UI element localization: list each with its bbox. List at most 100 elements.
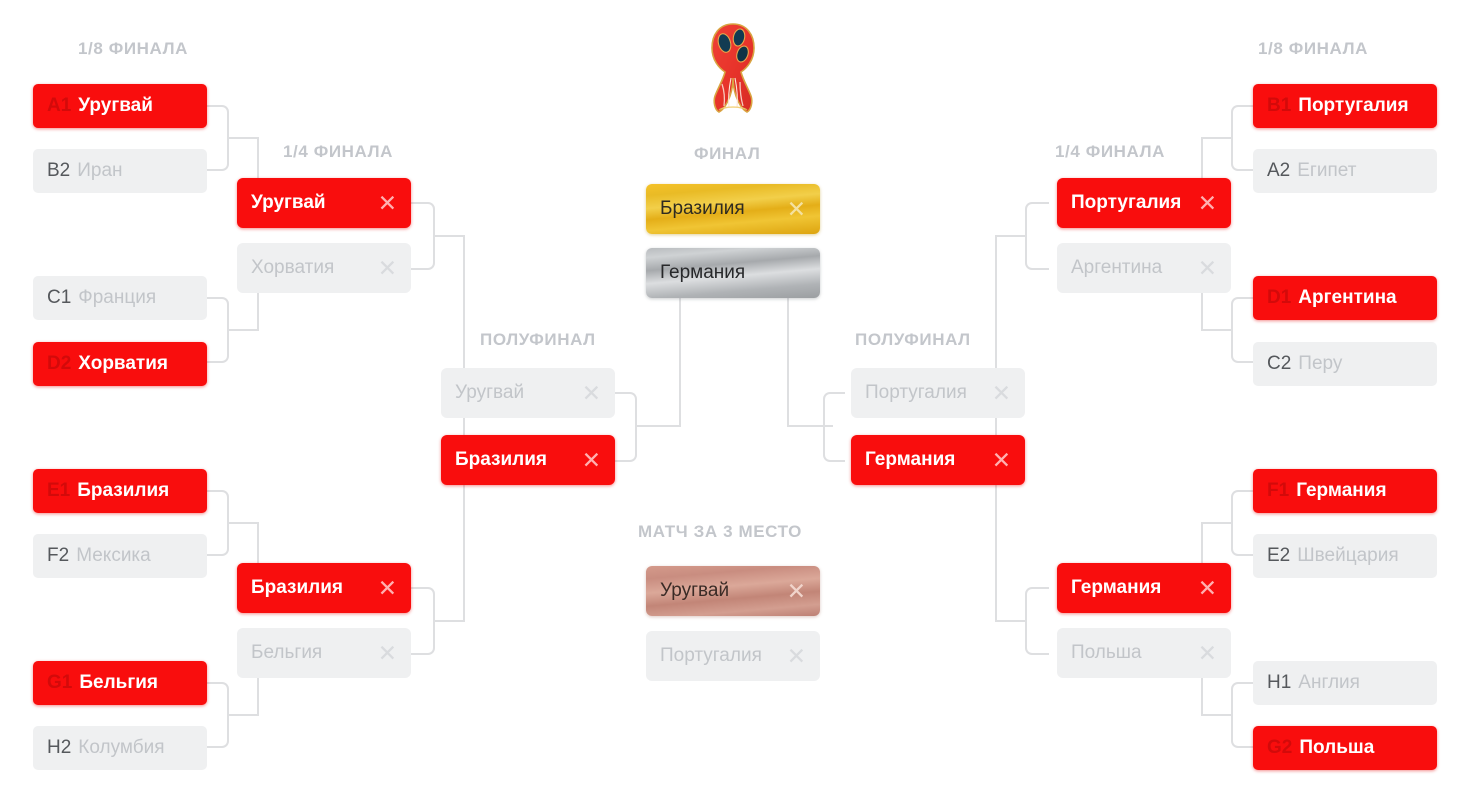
- qf-left-match2-team2[interactable]: Бельгия ✕: [237, 628, 411, 678]
- r16-right-match1-team1[interactable]: B1 Португалия: [1253, 84, 1437, 128]
- team-name: Португалия: [865, 382, 967, 403]
- close-icon[interactable]: ✕: [786, 577, 806, 604]
- seed-label: F2: [47, 545, 70, 566]
- close-icon[interactable]: ✕: [581, 379, 601, 406]
- qf-right-match2-team1[interactable]: Германия ✕: [1057, 563, 1231, 613]
- close-icon[interactable]: ✕: [377, 189, 397, 216]
- connector-sf-right-up: [787, 291, 789, 427]
- sf-left-team2[interactable]: Бразилия ✕: [441, 435, 615, 485]
- connector-r16-l2: [207, 297, 229, 363]
- third-place-team1[interactable]: Уругвай ✕: [646, 566, 820, 616]
- connector-r16-l2-drop: [257, 289, 259, 331]
- qf-left-match1-team1[interactable]: Уругвай ✕: [237, 178, 411, 228]
- qf-left-match1-team2[interactable]: Хорватия ✕: [237, 243, 411, 293]
- team-name: Германия: [1071, 577, 1162, 598]
- connector-sf-right: [823, 392, 845, 462]
- r16-right-match2-team1[interactable]: D1 Аргентина: [1253, 276, 1437, 320]
- team-name: Уругвай: [78, 95, 153, 116]
- connector-qf-r-bot-stem: [995, 620, 1027, 622]
- team-name: Польша: [1299, 737, 1375, 758]
- connector-sf-right-stem: [787, 425, 833, 427]
- round-label-qf-right: 1/4 ФИНАЛА: [1055, 142, 1166, 161]
- close-icon[interactable]: ✕: [377, 574, 397, 601]
- close-icon[interactable]: ✕: [786, 642, 806, 669]
- r16-left-match1-team1[interactable]: A1 Уругвай: [33, 84, 207, 128]
- connector-qf-l-top-drop: [463, 235, 465, 465]
- r16-right-match4-team1[interactable]: H1 Англия: [1253, 661, 1437, 705]
- r16-right-match4-team2[interactable]: G2 Польша: [1253, 726, 1437, 770]
- qf-right-match1-team1[interactable]: Португалия ✕: [1057, 178, 1231, 228]
- team-name: Хорватия: [251, 257, 335, 278]
- team-name: Бразилия: [251, 577, 344, 598]
- close-icon[interactable]: ✕: [991, 379, 1011, 406]
- close-icon[interactable]: ✕: [581, 446, 601, 473]
- team-name: Уругвай: [251, 192, 326, 213]
- r16-left-match3-team2[interactable]: F2 Мексика: [33, 534, 207, 578]
- seed-label: G2: [1267, 737, 1293, 758]
- seed-label: F1: [1267, 480, 1290, 501]
- third-place-team2[interactable]: Португалия ✕: [646, 631, 820, 681]
- connector-r16-l1-stem: [229, 137, 259, 139]
- connector-r16-l1: [207, 105, 229, 171]
- sf-left-team1[interactable]: Уругвай ✕: [441, 368, 615, 418]
- team-name: Германия: [865, 449, 956, 470]
- connector-r16-r4-stem: [1201, 714, 1233, 716]
- r16-right-match1-team2[interactable]: A2 Египет: [1253, 149, 1437, 193]
- connector-qf-r-bot-drop: [995, 392, 997, 622]
- close-icon[interactable]: ✕: [1197, 639, 1217, 666]
- team-name: Бразилия: [455, 449, 548, 470]
- connector-qf-l-top-stem: [433, 235, 465, 237]
- final-team1-champion[interactable]: Бразилия ✕: [646, 184, 820, 234]
- close-icon[interactable]: ✕: [991, 446, 1011, 473]
- team-name: Бельгия: [79, 672, 159, 693]
- team-name: Швейцария: [1297, 545, 1399, 566]
- close-icon[interactable]: ✕: [377, 254, 397, 281]
- team-name: Португалия: [660, 645, 762, 666]
- r16-left-match2-team2[interactable]: D2 Хорватия: [33, 342, 207, 386]
- round-label-r16-right: 1/8 ФИНАЛА: [1258, 39, 1369, 58]
- team-name: Перу: [1298, 353, 1343, 374]
- connector-qf-l-bot-drop: [463, 392, 465, 622]
- qf-left-match2-team1[interactable]: Бразилия ✕: [237, 563, 411, 613]
- r16-left-match1-team2[interactable]: B2 Иран: [33, 149, 207, 193]
- r16-left-match4-team1[interactable]: G1 Бельгия: [33, 661, 207, 705]
- close-icon[interactable]: ✕: [1197, 189, 1217, 216]
- close-icon[interactable]: ✕: [786, 195, 806, 222]
- connector-r16-r1-stem: [1201, 137, 1233, 139]
- team-name: Португалия: [1298, 95, 1409, 116]
- r16-left-match3-team1[interactable]: E1 Бразилия: [33, 469, 207, 513]
- sf-right-team1[interactable]: Португалия ✕: [851, 368, 1025, 418]
- team-name: Португалия: [1071, 192, 1182, 213]
- connector-qf-r-top-stem: [995, 235, 1027, 237]
- seed-label: E2: [1267, 545, 1291, 566]
- team-name: Польша: [1071, 642, 1142, 663]
- connector-r16-l1-drop: [257, 137, 259, 179]
- r16-right-match3-team1[interactable]: F1 Германия: [1253, 469, 1437, 513]
- qf-right-match2-team2[interactable]: Польша ✕: [1057, 628, 1231, 678]
- sf-right-team2[interactable]: Германия ✕: [851, 435, 1025, 485]
- final-team2-runner-up[interactable]: Германия: [646, 248, 820, 298]
- connector-r16-r2-stem: [1201, 329, 1233, 331]
- close-icon[interactable]: ✕: [1197, 574, 1217, 601]
- connector-qf-l-bot: [411, 587, 435, 655]
- team-name: Аргентина: [1071, 257, 1163, 278]
- team-name: Франция: [78, 287, 157, 308]
- team-name: Бельгия: [251, 642, 323, 663]
- close-icon[interactable]: ✕: [377, 639, 397, 666]
- connector-r16-l3-drop: [257, 522, 259, 564]
- close-icon[interactable]: ✕: [1197, 254, 1217, 281]
- connector-r16-l4-stem: [229, 714, 259, 716]
- r16-right-match3-team2[interactable]: E2 Швейцария: [1253, 534, 1437, 578]
- qf-right-match1-team2[interactable]: Аргентина ✕: [1057, 243, 1231, 293]
- r16-left-match4-team2[interactable]: H2 Колумбия: [33, 726, 207, 770]
- connector-r16-l3: [207, 490, 229, 556]
- r16-right-match2-team2[interactable]: C2 Перу: [1253, 342, 1437, 386]
- seed-label: D2: [47, 353, 72, 374]
- team-name: Аргентина: [1298, 287, 1397, 308]
- team-name: Германия: [1296, 480, 1387, 501]
- r16-left-match2-team1[interactable]: C1 Франция: [33, 276, 207, 320]
- connector-sf-left: [615, 392, 637, 462]
- team-name: Уругвай: [455, 382, 525, 403]
- seed-label: C2: [1267, 353, 1292, 374]
- connector-r16-r2-drop: [1201, 289, 1203, 331]
